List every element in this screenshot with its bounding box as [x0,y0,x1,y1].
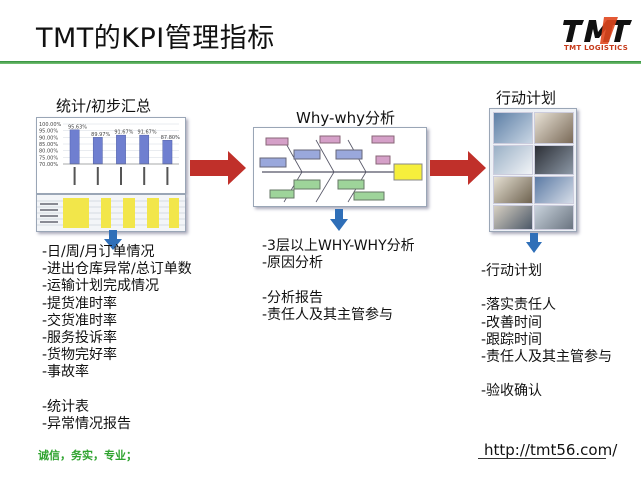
stats-heading: 统计/初步汇总 [56,97,152,115]
photo-image [493,112,533,144]
stats-mini-table [37,195,185,231]
right-arrow-icon [430,151,486,185]
chart-bar [162,140,173,165]
stats-chart-panel: 100.00%95.00%90.00%85.00%80.00%75.00%70.… [36,117,186,194]
y-tick-label: 85.00% [39,142,58,148]
stats-line: -进出仓库异常/总订单数 [42,261,192,278]
stats-line: -货物完好率 [42,347,118,364]
analysis-line [262,272,415,289]
analysis-line: -责任人及其主管参与 [262,306,394,323]
stats-line: -服务投诉率 [42,330,118,347]
stats-line: -交货准时率 [42,312,118,329]
category-label-mark [143,167,146,185]
action-line [481,366,612,383]
stats-line: -异常情况报告 [42,416,132,433]
stats-line: -统计表 [42,398,90,415]
analysis-line: -3层以上WHY-WHY分析 [262,238,415,254]
action-heading: 行动计划 [496,89,557,107]
photo-image [534,145,574,175]
action-line: -责任人及其主管参与 [481,349,613,366]
stats-line [42,382,192,399]
chart-bar [139,134,150,165]
analysis-line: -分析报告 [262,289,324,306]
action-line: -行动计划 [481,263,543,279]
down-arrow-icon [330,209,348,231]
action-line: -验收确认 [481,383,543,400]
fishbone-diagram [259,135,423,203]
category-label-mark [120,167,122,185]
url-underline [478,458,606,459]
photo-image [534,176,574,204]
bar-value-label: 87.80% [161,135,180,141]
stats-line: -事故率 [42,364,90,381]
y-tick-label: 90.00% [39,135,58,141]
right-arrow-icon [190,151,246,185]
chart-bar [69,129,80,165]
website-url[interactable]: http://tmt56.com/ [484,441,618,459]
action-photo-collage [489,108,577,232]
stats-line: -日/周/月订单情况 [42,244,155,260]
y-tick-label: 70.00% [39,162,58,168]
bar-value-label: 91.67% [138,130,157,136]
down-arrow-icon [526,233,542,253]
action-line: -改善时间 [481,314,543,331]
y-tick-label: 80.00% [39,149,58,155]
category-label-mark [73,167,76,185]
action-line [481,280,612,297]
tmt-logo [563,17,632,44]
fishbone-diagram-panel [253,127,427,207]
action-line: -跟踪时间 [481,331,543,348]
chart-bar [92,137,103,165]
action-line: -落实责任人 [481,297,557,314]
y-tick-label: 95.00% [39,129,58,135]
stats-table-panel [36,194,186,232]
photo-image [493,145,533,175]
category-label-mark [96,167,99,185]
stats-list: -日/周/月订单情况-进出仓库异常/总订单数-运输计划完成情况-提货准时率-交货… [42,244,192,433]
chart-bar [116,134,126,165]
stats-line: -运输计划完成情况 [42,278,160,295]
title-divider [0,61,641,64]
page-title: TMT的KPI管理指标 [36,23,275,54]
analysis-line: -原因分析 [262,255,324,272]
y-tick-label: 100.00% [39,122,61,128]
bar-value-label: 91.67% [114,130,133,136]
bar-value-label: 95.63% [68,124,87,130]
down-arrow-icon [104,230,122,250]
y-tick-label: 75.00% [39,155,58,161]
photo-image [534,205,574,230]
logo-tagline: TMT LOGISTICS [564,44,629,52]
stats-line: -提货准时率 [42,295,118,312]
company-slogan: 诚信，务实，专业； [38,449,137,462]
bar-value-label: 89.97% [91,132,110,138]
stats-mini-chart: 100.00%95.00%90.00%85.00%80.00%75.00%70.… [39,122,180,185]
analysis-list: -3层以上WHY-WHY分析-原因分析 -分析报告-责任人及其主管参与 [262,238,415,324]
photo-image [493,176,533,204]
photo-image [493,205,533,230]
analysis-heading: Why-why分析 [296,109,396,127]
category-label-mark [166,167,169,185]
action-list: -行动计划 -落实责任人-改善时间-跟踪时间-责任人及其主管参与 -验收确认 [481,263,612,401]
photo-image [534,112,574,144]
